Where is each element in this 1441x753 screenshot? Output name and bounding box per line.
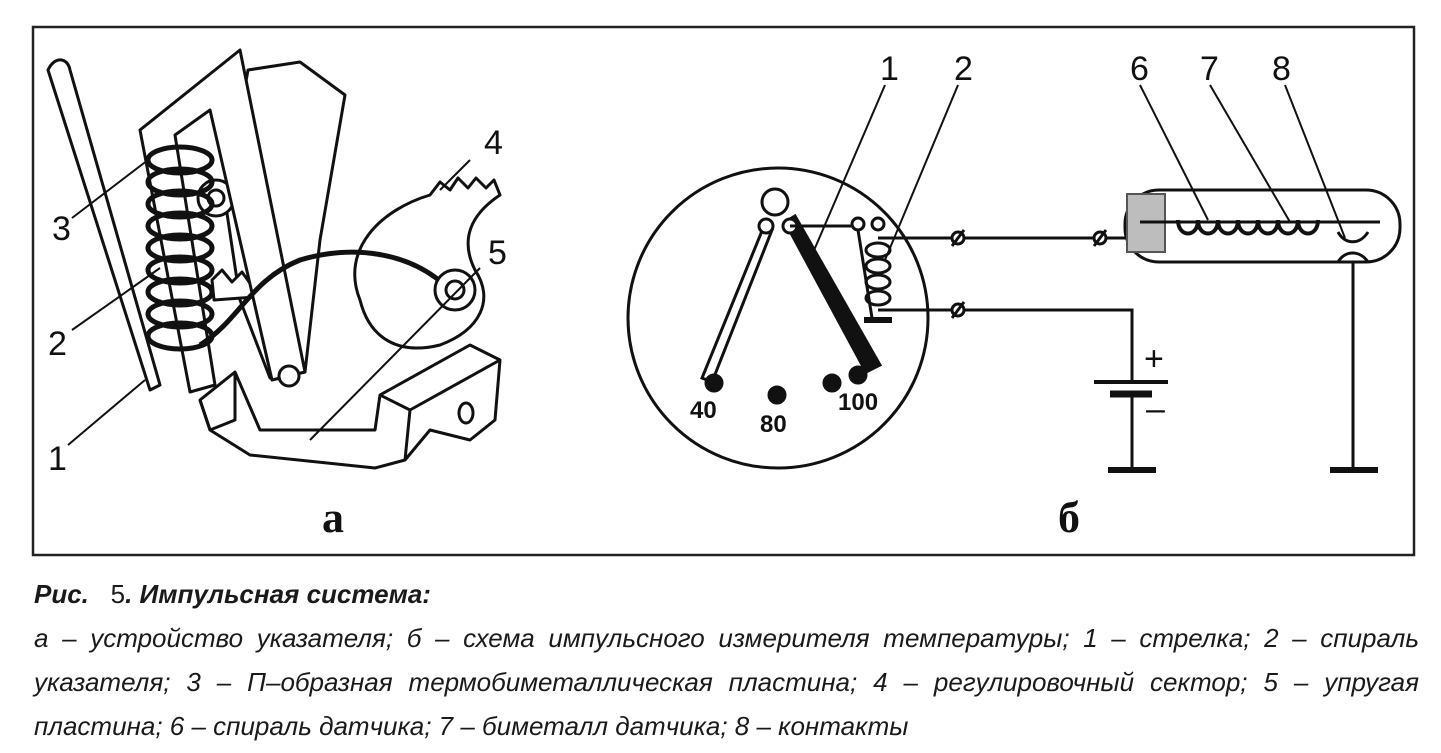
terminal-hole [444,279,466,301]
callout-a-5: 5 [488,234,507,272]
elastic-plate-shape [198,343,502,470]
callout-b-2: 2 [954,50,973,88]
callout-a-4: 4 [484,124,503,162]
elastic-plate-fold [409,358,501,412]
callout-b-8: 8 [1272,50,1291,88]
dial-dot-100a [822,373,842,393]
callout-a-1: 1 [48,440,67,478]
bimetal-rivet [277,364,301,388]
contact-lower [1336,251,1370,263]
figure-svg: 3 2 1 4 5 а [31,25,1416,557]
caption-prefix: Рис. [34,579,89,609]
bridge-joint-a [850,216,866,232]
terminal-1-slash [950,229,966,247]
dial-label-40: 40 [690,397,717,424]
caption-title-line: Рис. 5. Импульсная система: [34,579,431,609]
terminal-3-slash [950,301,966,319]
elastic-plate-hole [457,401,475,425]
callout-a-2: 2 [48,325,67,363]
contact-upper [1336,231,1370,244]
panel-b-leaders [811,84,1346,261]
dial-label-100: 100 [838,389,878,416]
panel-a-drawing [46,48,502,470]
figure: 3 2 1 4 5 а [31,25,1416,557]
callout-a-3: 3 [52,210,71,248]
caption-body: а – устройство указателя; б – схема импу… [34,623,1419,741]
indicator-needle-shape [46,58,162,392]
callout-b-6: 6 [1130,50,1149,88]
caption-title: Импульсная система: [139,579,431,609]
gauge-dial [626,166,930,470]
bridge-joint-b [870,216,886,232]
battery-plus-sign: + [1144,340,1164,378]
dial-dot-80 [767,385,787,405]
panel-a-letter: а [322,493,344,542]
callout-b-1: 1 [880,50,899,88]
figure-caption: Рис. 5. Импульсная система: а – устройст… [34,572,1419,748]
indicator-coil-b [864,241,892,307]
sensor-coil [1176,219,1320,236]
panel-a-leaders [67,159,481,446]
terminal-2-slash [1092,229,1108,247]
callout-b-7: 7 [1200,50,1219,88]
dial-dot-100b [848,365,868,385]
needle-pivot [760,187,790,217]
panel-b-letter: б [1058,493,1080,542]
figure-frame [31,25,1416,557]
panel-b-drawing [626,166,1402,473]
dial-label-80: 80 [760,411,787,438]
battery-minus-sign: – [1146,390,1165,428]
link-joint-left [757,217,775,235]
caption-number: 5 [110,579,126,609]
clip-shape [198,372,237,432]
coil-lead-wire [198,249,452,348]
sensor-bulb [1123,188,1402,264]
dial-dot-40 [704,373,724,393]
